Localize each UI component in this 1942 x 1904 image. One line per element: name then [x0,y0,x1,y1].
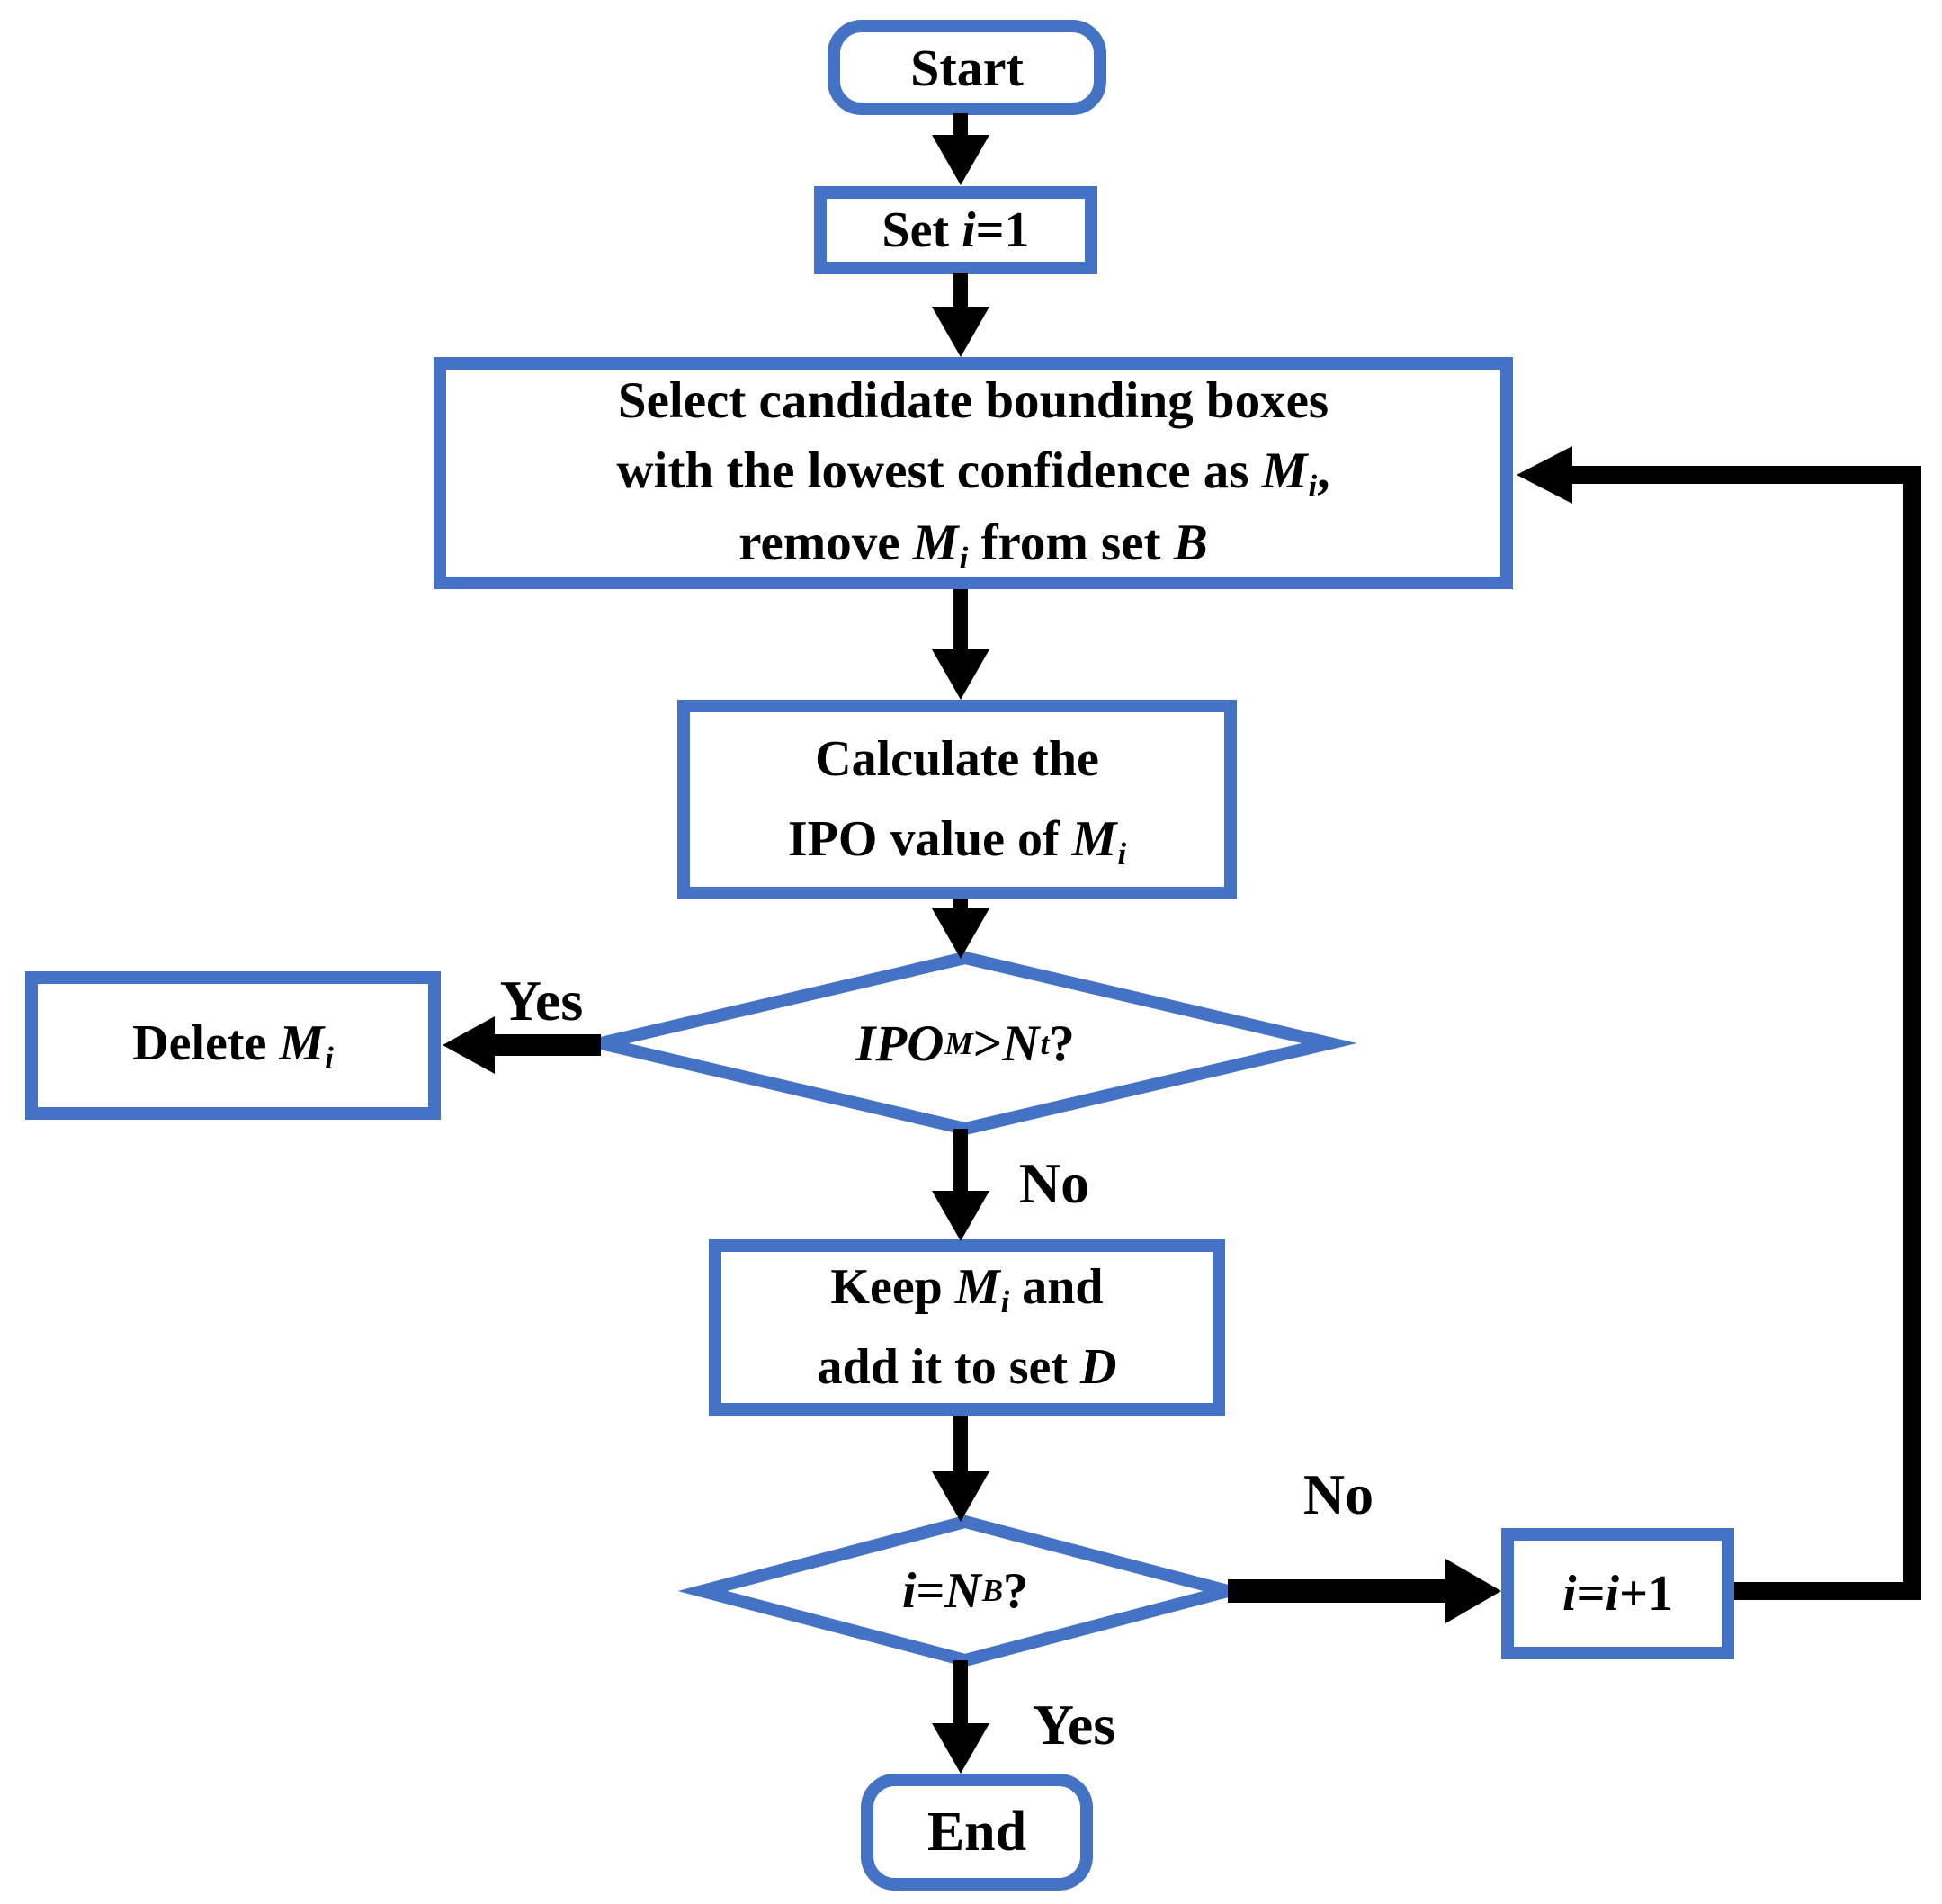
node-end-label: End [926,1801,1027,1863]
edge-keep-to-decision2 [932,1416,989,1522]
node-calculate-line-2: IPO value of Mi [787,810,1127,872]
node-select-line-1: Select candidate bounding boxes [617,372,1329,430]
edge-increment-loop-to-select [1517,446,1921,1600]
node-calculate-ipo: Calculate the IPO value of Mi [677,700,1237,899]
node-start-label: Start [910,38,1024,97]
node-start: Start [828,20,1106,115]
node-select-line-2: with the lowest confidence as Mi, [616,442,1330,504]
node-select-line-3: remove Mi from set B [738,514,1208,576]
node-select-candidates: Select candidate bounding boxes with the… [434,357,1513,589]
edge-set-to-select [932,273,989,357]
node-increment-index: i=i+1 [1501,1528,1734,1659]
edge-decision2-no-to-increment [1228,1559,1501,1623]
edge-select-to-calculate [932,589,989,700]
edge-decision2-yes-to-end [932,1660,989,1774]
edge-decision-no-to-keep [932,1129,989,1241]
node-delete-mi: Delete Mi [25,971,441,1120]
edge-label-ipo-no: No [1018,1151,1090,1215]
node-keep-line-2: add it to set D [817,1339,1117,1396]
node-keep-mi: Keep Mi and add it to set D [709,1239,1225,1416]
node-end: End [861,1774,1093,1891]
edge-label-last-yes: Yes [1032,1693,1116,1757]
edge-label-last-no: No [1302,1462,1374,1526]
node-calculate-line-1: Calculate the [815,731,1099,788]
node-keep-line-1: Keep Mi and [830,1259,1104,1320]
edge-calculate-to-decision [932,899,989,959]
node-delete-mi-label: Delete Mi [132,1015,334,1076]
node-set-index-label: Set i=1 [882,202,1030,258]
node-increment-label: i=i+1 [1562,1566,1673,1622]
edge-label-ipo-yes: Yes [499,969,584,1032]
edge-start-to-set [932,113,989,185]
node-set-index: Set i=1 [814,186,1097,274]
